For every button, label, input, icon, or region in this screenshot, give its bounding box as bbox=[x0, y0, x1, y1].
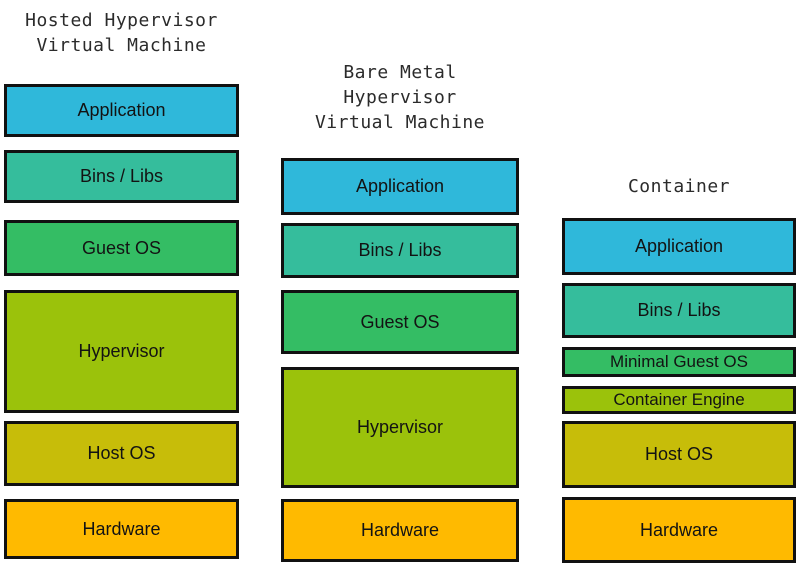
layer-box-guest-os: Guest OS bbox=[281, 290, 519, 354]
layer-box-application: Application bbox=[4, 84, 239, 137]
column-title-line: Hypervisor bbox=[343, 87, 457, 108]
column-hosted-hypervisor-vm: Hosted Hypervisor Virtual Machine Applic… bbox=[4, 0, 239, 566]
column-container: Container Application Bins / Libs Minima… bbox=[562, 0, 796, 566]
column-title-line: Virtual Machine bbox=[36, 35, 207, 56]
layer-box-bins-libs: Bins / Libs bbox=[281, 223, 519, 278]
layer-box-host-os: Host OS bbox=[562, 421, 796, 488]
layer-box-minimal-guest-os: Minimal Guest OS bbox=[562, 347, 796, 377]
column-title-container: Container bbox=[562, 174, 796, 199]
layer-box-hardware: Hardware bbox=[562, 497, 796, 563]
layer-box-hardware: Hardware bbox=[4, 499, 239, 559]
layer-box-hardware: Hardware bbox=[281, 499, 519, 562]
column-title-line: Bare Metal bbox=[343, 62, 457, 83]
layer-box-guest-os: Guest OS bbox=[4, 220, 239, 276]
column-title-hosted-hypervisor-vm: Hosted Hypervisor Virtual Machine bbox=[4, 8, 239, 58]
layer-box-bins-libs: Bins / Libs bbox=[4, 150, 239, 203]
layer-box-application: Application bbox=[281, 158, 519, 215]
layer-box-container-engine: Container Engine bbox=[562, 386, 796, 414]
column-title-bare-metal-hypervisor-vm: Bare Metal Hypervisor Virtual Machine bbox=[281, 60, 519, 135]
column-title-line: Hosted Hypervisor bbox=[25, 10, 218, 31]
layer-box-application: Application bbox=[562, 218, 796, 275]
layer-box-hypervisor: Hypervisor bbox=[4, 290, 239, 413]
layer-box-host-os: Host OS bbox=[4, 421, 239, 486]
layer-box-hypervisor: Hypervisor bbox=[281, 367, 519, 488]
layer-box-bins-libs: Bins / Libs bbox=[562, 283, 796, 338]
column-bare-metal-hypervisor-vm: Bare Metal Hypervisor Virtual Machine Ap… bbox=[281, 0, 519, 566]
column-title-line: Container bbox=[627, 176, 731, 197]
column-title-line: Virtual Machine bbox=[314, 112, 486, 133]
